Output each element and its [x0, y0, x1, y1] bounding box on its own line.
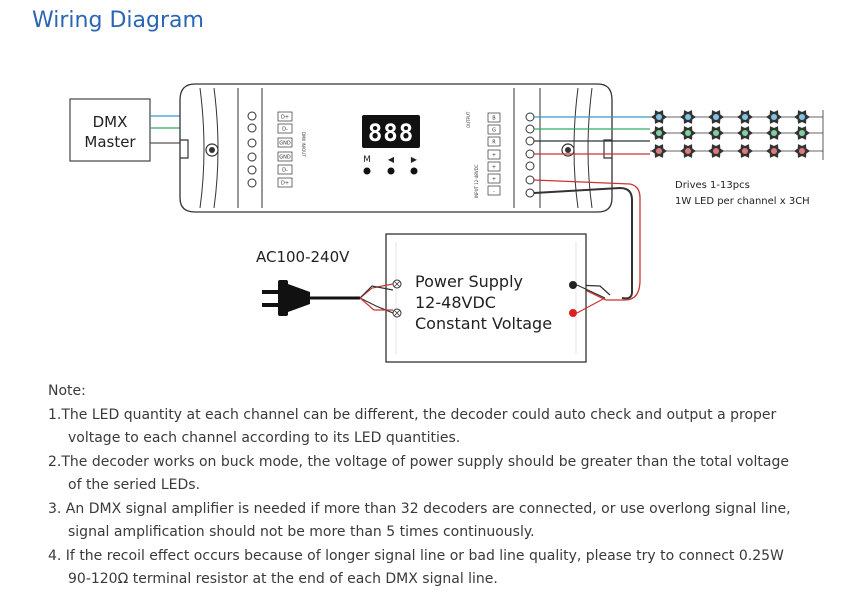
output-wires	[534, 116, 650, 155]
m-button-label: M	[363, 155, 371, 165]
dc-positive-terminal	[569, 309, 577, 317]
led-core	[656, 148, 662, 154]
led-core	[656, 130, 662, 136]
led-display: 888	[362, 115, 420, 148]
right-terminal-label: R	[492, 140, 496, 146]
led-core	[771, 114, 777, 120]
led-core	[799, 148, 805, 154]
led-array	[650, 110, 823, 158]
left-terminal-label: D+	[281, 115, 289, 121]
wiring-diagram: DMX Master D+	[69, 83, 824, 363]
led-core	[713, 114, 719, 120]
led-core	[685, 114, 691, 120]
left-terminal-label: D+	[281, 181, 289, 187]
dmx-in-out-caption: DMX IN/OUT	[301, 132, 306, 157]
output-caption: OUTPUT	[466, 111, 471, 128]
notes-section: Note: 1.The LED quantity at each channel…	[48, 380, 848, 592]
left-terminal-label: D-	[282, 168, 288, 174]
note-line: 3. An DMX signal amplifier is needed if …	[48, 500, 791, 517]
led-core	[656, 114, 662, 120]
right-terminal-label: B	[492, 116, 496, 122]
note-line: 4. If the recoil effect occurs because o…	[48, 547, 784, 564]
left-terminal-block: D+ D- GND GND D- D+ DMX IN/OUT	[247, 111, 306, 188]
power-supply-line1: Power Supply	[415, 272, 523, 291]
note-line: signal amplification should not be more …	[68, 524, 535, 540]
note-line: voltage to each channel according to its…	[68, 430, 461, 446]
led-core	[799, 130, 805, 136]
note-line: 90-120Ω terminal resistor at the end of …	[68, 571, 498, 587]
dc-negative-terminal	[569, 281, 577, 289]
led-core	[742, 148, 748, 154]
left-terminal-label: GND	[279, 141, 291, 147]
left-terminal-label: D-	[282, 127, 288, 133]
display-digits: 888	[368, 119, 414, 147]
dmx-master-label-1: DMX	[93, 113, 128, 131]
right-arrow-label: ▶	[411, 155, 418, 164]
notes-heading: Note:	[48, 383, 86, 399]
right-terminal-label: -	[493, 189, 495, 195]
led-core	[771, 148, 777, 154]
power-supply-line2: 12-48VDC	[415, 293, 496, 312]
power-supply-box	[385, 233, 587, 363]
led-core	[771, 130, 777, 136]
led-core	[742, 114, 748, 120]
right-terminal-label: +	[492, 153, 496, 159]
page-title: Wiring Diagram	[32, 8, 204, 33]
dmx-master-label-2: Master	[84, 133, 136, 151]
left-terminal-label: GND	[279, 155, 291, 161]
right-button[interactable]	[410, 167, 418, 175]
leds-caption-line1: Drives 1-13pcs	[675, 180, 750, 191]
left-button[interactable]	[387, 167, 395, 175]
led-core	[799, 114, 805, 120]
led-core	[713, 148, 719, 154]
m-button[interactable]	[363, 167, 371, 175]
right-terminal-label: +	[492, 177, 496, 183]
led-core	[713, 130, 719, 136]
right-terminal-label: +	[492, 165, 496, 171]
ac-plug-icon	[262, 280, 394, 316]
right-terminal-block: OUTPUT INPUT 12-48VDC B G R + + + -	[466, 111, 535, 198]
led-core	[685, 130, 691, 136]
power-supply-line3: Constant Voltage	[415, 314, 552, 333]
left-arrow-label: ◀	[388, 155, 395, 164]
note-line: 1.The LED quantity at each channel can b…	[48, 406, 777, 423]
input-caption: INPUT 12-48VDC	[474, 164, 479, 198]
right-terminal-label: G	[492, 128, 496, 134]
led-core	[685, 148, 691, 154]
leds-caption-line2: 1W LED per channel x 3CH	[675, 196, 810, 207]
note-line: of the seried LEDs.	[68, 477, 201, 493]
led-core	[742, 130, 748, 136]
ac-voltage-label: AC100-240V	[256, 248, 350, 266]
ac-input-terminals	[392, 279, 402, 318]
note-line: 2.The decoder works on buck mode, the vo…	[48, 453, 789, 470]
psu-output-wires	[576, 284, 606, 314]
dmx-master-box	[69, 98, 151, 162]
